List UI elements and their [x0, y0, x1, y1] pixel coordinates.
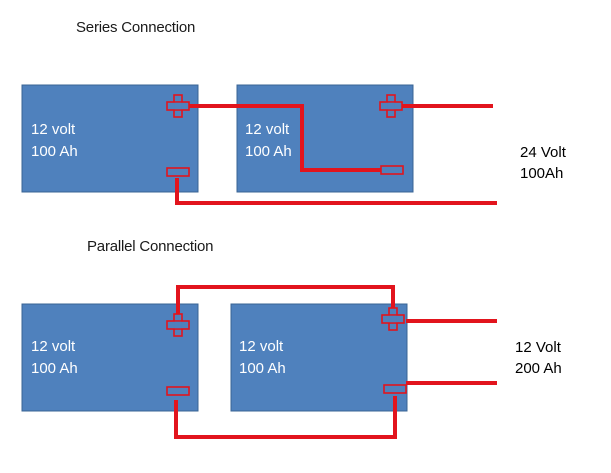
series-negative-output-wire — [175, 178, 497, 205]
parallel-result-capacity: 200 Ah — [515, 360, 562, 377]
parallel-battery-1-capacity: 100 Ah — [31, 360, 78, 377]
series-link-wire — [189, 104, 382, 172]
parallel-title: Parallel Connection — [87, 238, 213, 255]
series-battery-2-capacity: 100 Ah — [245, 143, 292, 160]
parallel-negative-link-wire — [174, 396, 397, 439]
parallel-battery-1-voltage: 12 volt — [31, 338, 76, 355]
series-battery-1-positive-terminal — [166, 94, 190, 118]
parallel-positive-link-wire — [176, 285, 395, 314]
series-battery-1-voltage: 12 volt — [31, 121, 76, 138]
series-battery-2-negative-terminal — [380, 165, 404, 175]
series-result-voltage: 24 Volt — [520, 144, 567, 161]
series-battery-1-negative-terminal — [166, 167, 190, 177]
series-battery-2-voltage: 12 volt — [245, 121, 290, 138]
parallel-battery-2-body — [230, 303, 408, 412]
parallel-result-voltage: 12 Volt — [515, 339, 562, 356]
parallel-battery-2-positive-terminal — [381, 307, 405, 331]
parallel-wires — [174, 285, 497, 439]
series-battery-1-capacity: 100 Ah — [31, 143, 78, 160]
parallel-battery-1-positive-terminal — [166, 313, 190, 337]
parallel-battery-2: 12 volt 100 Ah — [230, 303, 408, 412]
series-wires — [175, 104, 497, 205]
parallel-battery-2-voltage: 12 volt — [239, 338, 284, 355]
series-result-capacity: 100Ah — [520, 165, 563, 182]
parallel-battery-1-negative-terminal — [166, 386, 190, 396]
series-title: Series Connection — [76, 19, 195, 36]
parallel-battery-2-negative-terminal — [383, 384, 407, 394]
series-battery-2-positive-terminal — [379, 94, 403, 118]
parallel-battery-2-capacity: 100 Ah — [239, 360, 286, 377]
